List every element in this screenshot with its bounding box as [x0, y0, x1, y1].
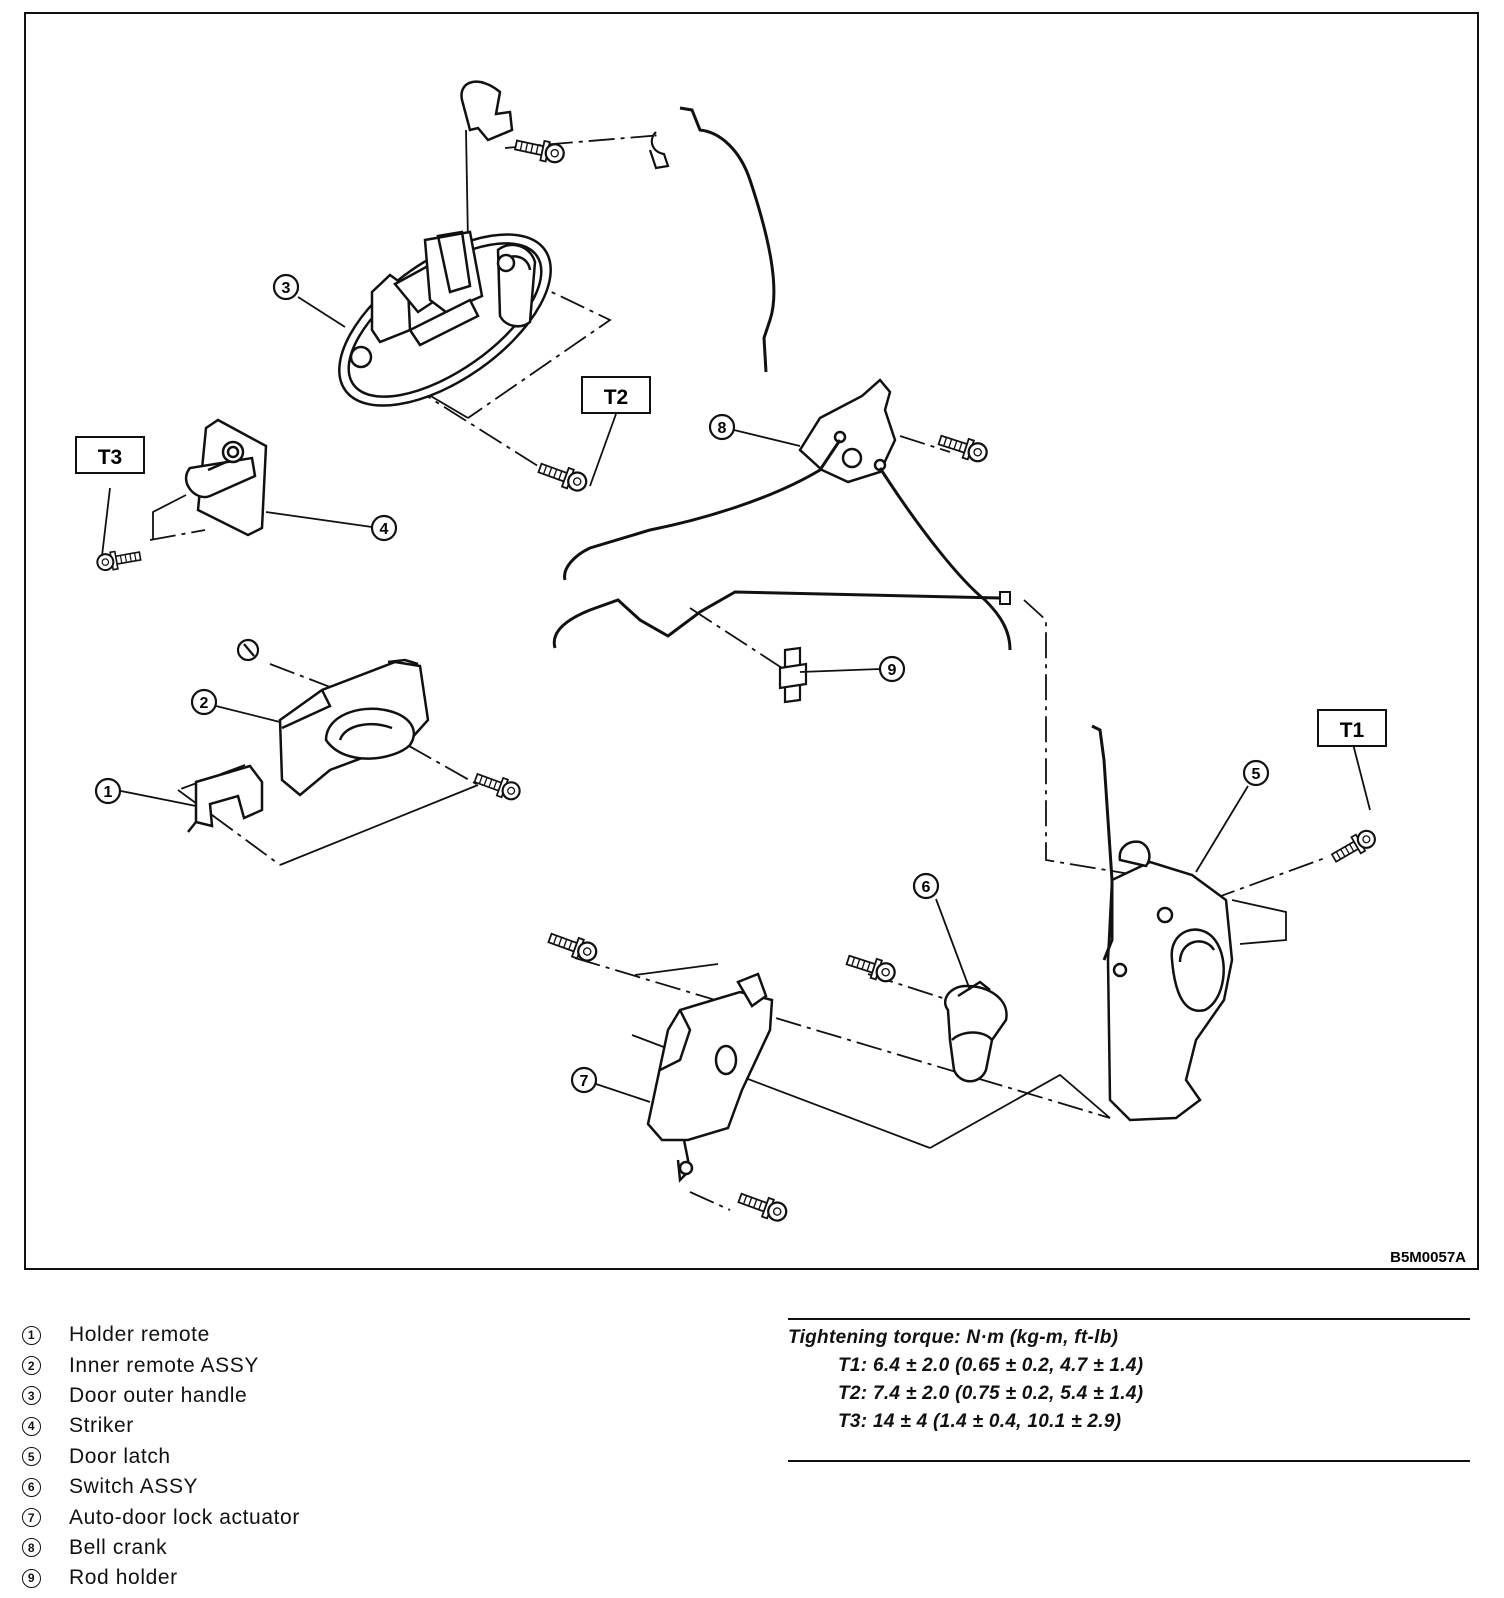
- svg-text:5: 5: [1252, 766, 1261, 783]
- torque-tag-t2: T2: [581, 376, 651, 414]
- svg-text:T2: T2: [604, 386, 629, 409]
- svg-text:T3: T3: [98, 446, 123, 469]
- legend-number: 7: [22, 1508, 41, 1528]
- callout-2: 2: [190, 688, 218, 716]
- svg-text:2: 2: [200, 695, 209, 712]
- svg-text:T1: T1: [1340, 719, 1365, 742]
- holder-remote: [187, 764, 264, 833]
- torque-tag-t3: T3: [75, 436, 145, 474]
- torque-row-t1: T1: 6.4 ± 2.0 (0.65 ± 0.2, 4.7 ± 1.4): [838, 1355, 1144, 1376]
- legend-number: 1: [22, 1325, 41, 1345]
- svg-text:9: 9: [888, 662, 897, 679]
- legend-label: Inner remote ASSY: [69, 1353, 259, 1377]
- callout-leaders: [101, 296, 1371, 1103]
- svg-text:3: 3: [282, 280, 291, 297]
- svg-text:4: 4: [380, 521, 389, 538]
- auto-door-lock-actuator: [646, 972, 774, 1183]
- torque-tag-t1: T1: [1317, 709, 1387, 747]
- rod-holder: [778, 646, 808, 704]
- legend-number: 2: [22, 1356, 41, 1376]
- callout-1: 1: [94, 777, 122, 805]
- svg-text:1: 1: [104, 784, 113, 801]
- parts-legend: 1 Holder remote 2 Inner remote ASSY 3 Do…: [22, 1320, 582, 1594]
- legend-item: 6 Switch ASSY: [22, 1472, 582, 1502]
- legend-item: 4 Striker: [22, 1411, 582, 1441]
- legend-label: Bell crank: [69, 1535, 168, 1559]
- switch-assy: [943, 980, 1008, 1083]
- legend-label: Door latch: [69, 1444, 171, 1468]
- upper-rod: [563, 439, 842, 581]
- remote-nut: [236, 638, 260, 662]
- latch-rod: [1091, 724, 1114, 961]
- inner-remote-assy: [278, 658, 430, 797]
- legend-item: 1 Holder remote: [22, 1320, 582, 1350]
- legend-item: 8 Bell crank: [22, 1533, 582, 1563]
- legend-label: Holder remote: [69, 1323, 210, 1347]
- tightening-torque-spec: Tightening torque: N·m (kg-m, ft-lb) T1:…: [788, 1324, 1468, 1436]
- legend-label: Door outer handle: [69, 1383, 248, 1407]
- legend-label: Striker: [69, 1414, 134, 1438]
- callout-7: 7: [570, 1066, 598, 1094]
- legend-item: 5 Door latch: [22, 1442, 582, 1472]
- bell-crank: [798, 378, 897, 484]
- legend-number: 9: [22, 1568, 41, 1588]
- svg-text:6: 6: [922, 879, 931, 896]
- svg-text:8: 8: [718, 420, 727, 437]
- legend-label: Auto-door lock actuator: [69, 1505, 300, 1529]
- torque-row-t2: T2: 7.4 ± 2.0 (0.75 ± 0.2, 5.4 ± 1.4): [838, 1383, 1144, 1404]
- torque-title: Tightening torque: N·m (kg-m, ft-lb): [788, 1327, 1119, 1348]
- legend-number: 4: [22, 1416, 41, 1436]
- legend-number: 6: [22, 1477, 41, 1497]
- figure-code: B5M0057A: [1390, 1249, 1466, 1266]
- legend-item: 9 Rod holder: [22, 1563, 582, 1593]
- legend-item: 2 Inner remote ASSY: [22, 1350, 582, 1380]
- torque-top-rule: [788, 1318, 1470, 1320]
- legend-item: 3 Door outer handle: [22, 1381, 582, 1411]
- legend-number: 3: [22, 1386, 41, 1406]
- rod-clip: [648, 131, 670, 170]
- callout-8: 8: [708, 413, 736, 441]
- legend-label: Rod holder: [69, 1566, 178, 1590]
- bellcrank-cable: [878, 467, 1012, 651]
- diagram-frame: [24, 12, 1479, 1270]
- callout-4: 4: [370, 514, 398, 542]
- legend-number: 8: [22, 1538, 41, 1558]
- callout-9: 9: [878, 655, 906, 683]
- callout-5: 5: [1242, 759, 1270, 787]
- door-latch: [1106, 840, 1234, 1122]
- callout-3: 3: [272, 273, 300, 301]
- striker: [184, 418, 268, 537]
- torque-bottom-rule: [788, 1460, 1470, 1462]
- svg-text:7: 7: [580, 1073, 589, 1090]
- callout-6: 6: [912, 872, 940, 900]
- legend-label: Switch ASSY: [69, 1475, 199, 1499]
- door-outer-handle: [338, 80, 552, 407]
- outer-handle-rod: [679, 106, 776, 373]
- legend-item: 7 Auto-door lock actuator: [22, 1502, 582, 1532]
- lower-rod: [552, 590, 1001, 649]
- torque-row-t3: T3: 14 ± 4 (1.4 ± 0.4, 10.1 ± 2.9): [838, 1411, 1122, 1432]
- legend-number: 5: [22, 1447, 41, 1467]
